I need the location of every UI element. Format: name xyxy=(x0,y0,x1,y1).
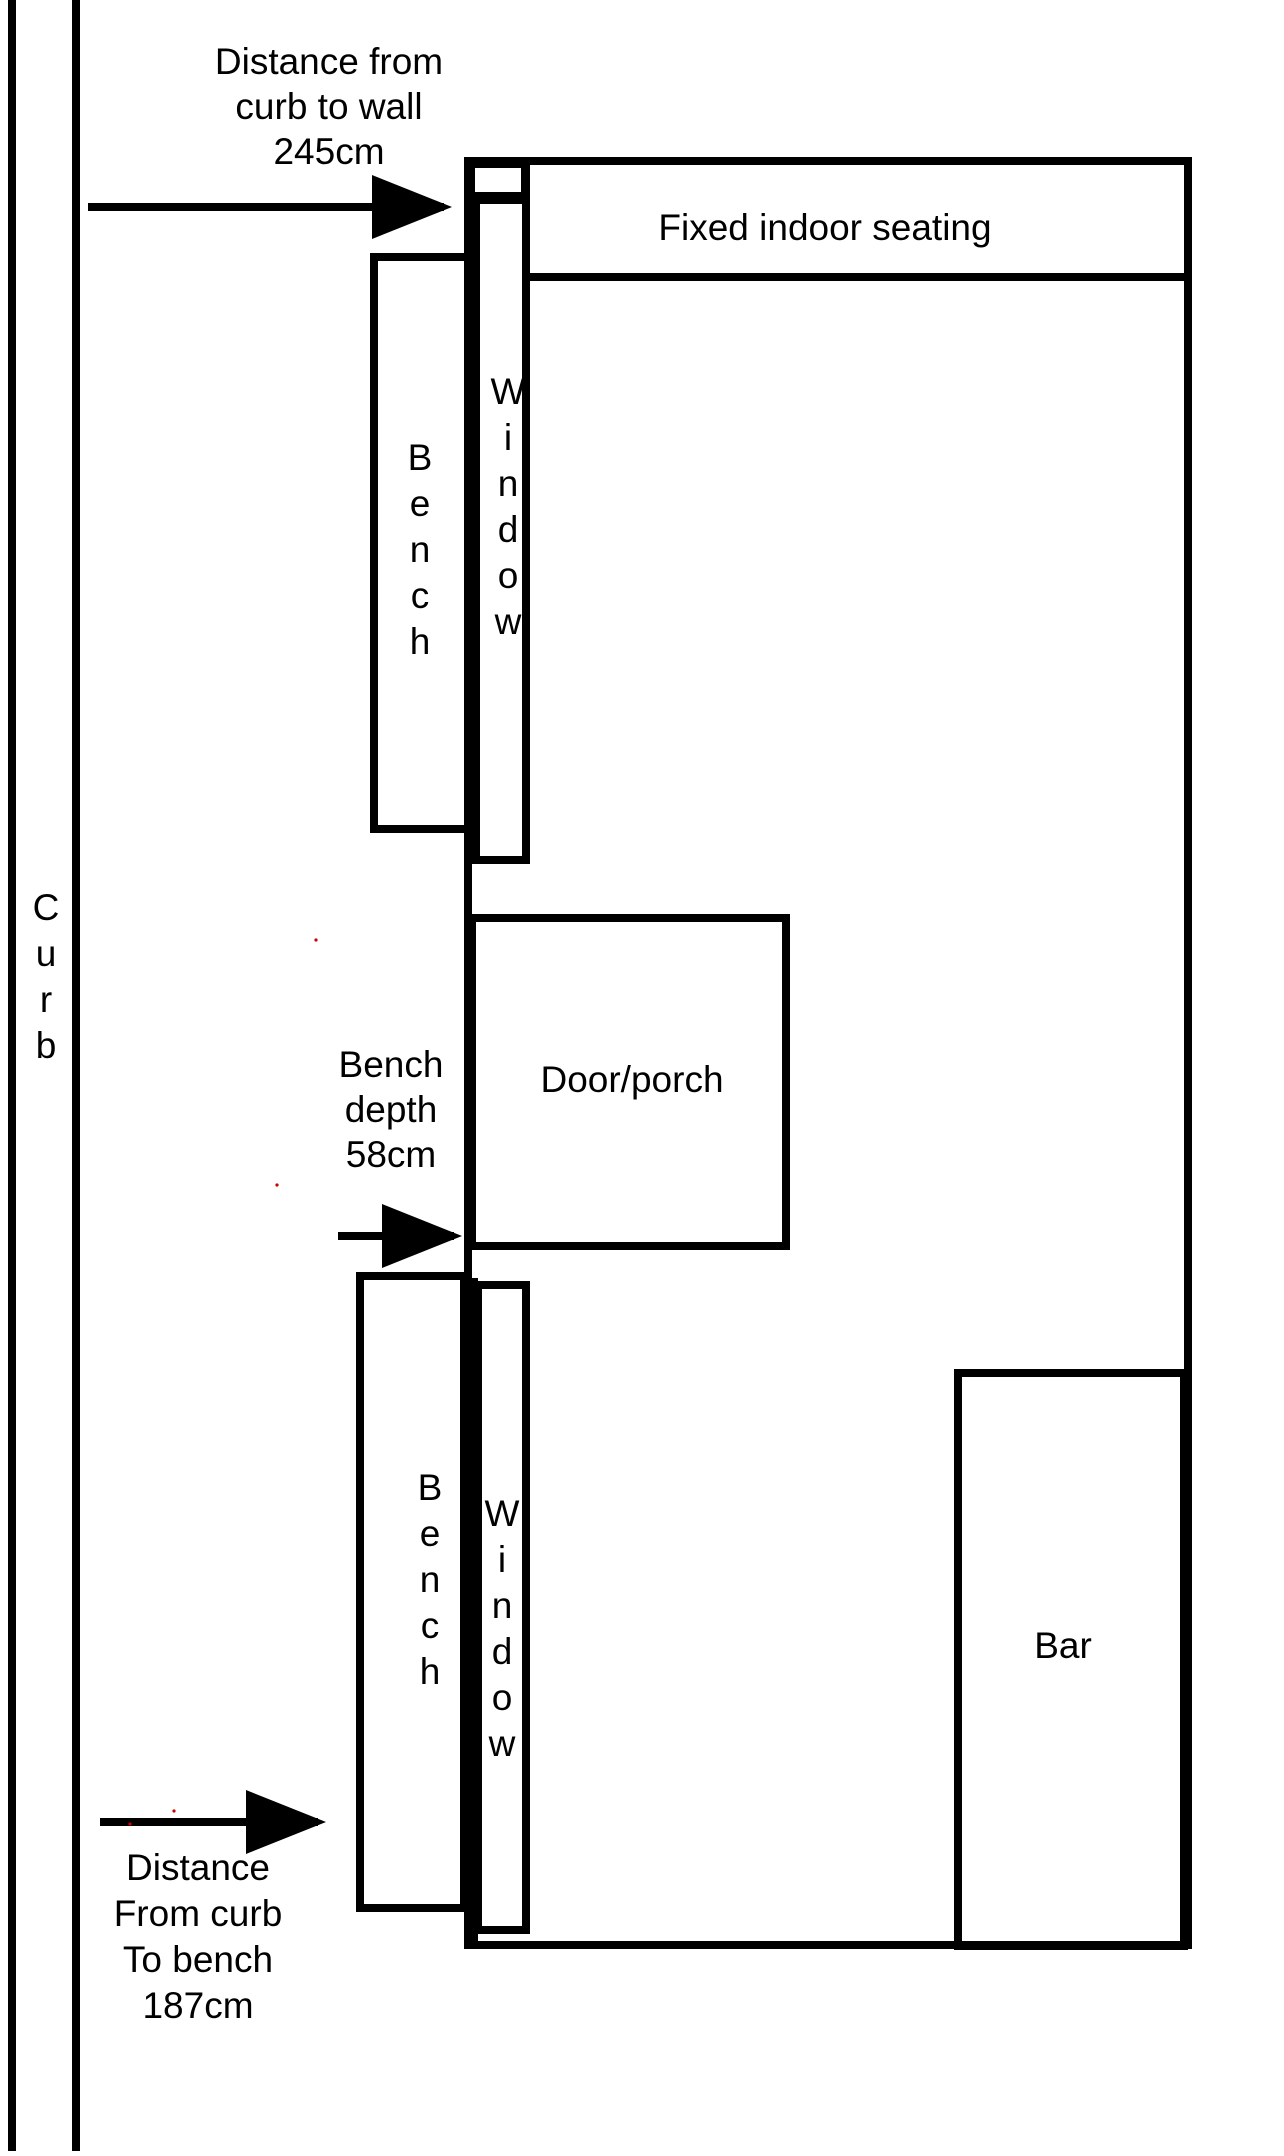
fixed-indoor-seating-label: Fixed indoor seating xyxy=(658,207,991,248)
curb-strip xyxy=(8,0,80,2156)
bench-lower xyxy=(356,1272,468,1912)
speck xyxy=(128,1822,132,1826)
window-upper-top-pane xyxy=(469,162,527,198)
speck xyxy=(275,1183,279,1187)
door-porch xyxy=(468,914,790,1250)
bar-label: Bar xyxy=(1034,1625,1092,1666)
window-upper xyxy=(472,196,530,864)
speck xyxy=(314,938,318,942)
window-lower xyxy=(474,1281,530,1934)
door-porch-label: Door/porch xyxy=(540,1059,723,1100)
speck xyxy=(172,1809,176,1813)
bar xyxy=(954,1369,1188,1950)
building-outline xyxy=(464,157,1192,1949)
bench-upper xyxy=(370,253,472,833)
